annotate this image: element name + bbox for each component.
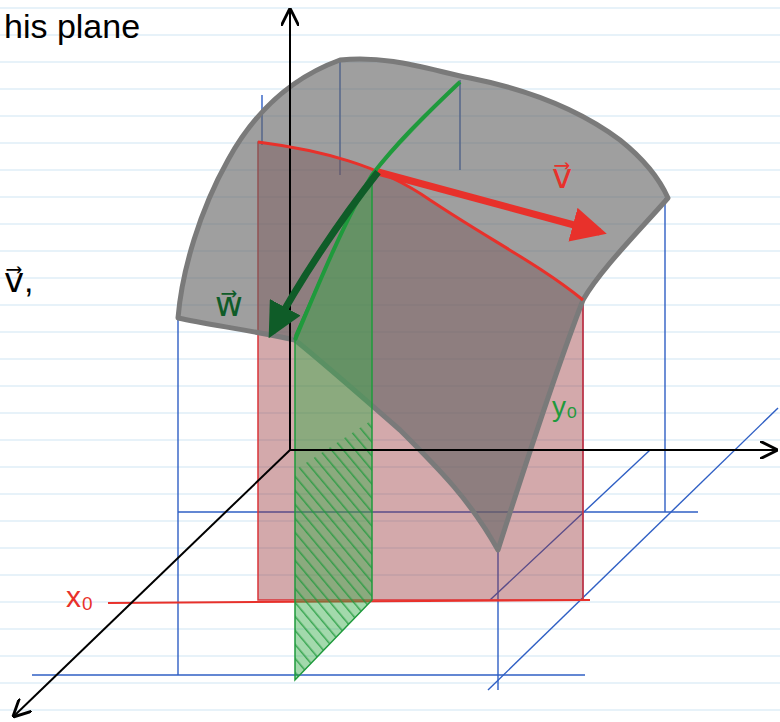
surface [178, 59, 668, 550]
vector-name: v⃗, [4, 262, 34, 299]
note-text: his plane [4, 8, 140, 45]
axis-value: y₀ [552, 392, 578, 423]
floor-grid [32, 60, 778, 690]
vector-w [272, 172, 378, 332]
green-plane-hatch [295, 420, 372, 680]
axis-value: x₀ [66, 580, 93, 613]
axes [14, 10, 776, 716]
vector-label: v⃗ [552, 158, 572, 195]
notebook-lines [0, 8, 780, 710]
green-section-curve [295, 82, 460, 340]
vector-label: w⃗ [215, 286, 243, 323]
